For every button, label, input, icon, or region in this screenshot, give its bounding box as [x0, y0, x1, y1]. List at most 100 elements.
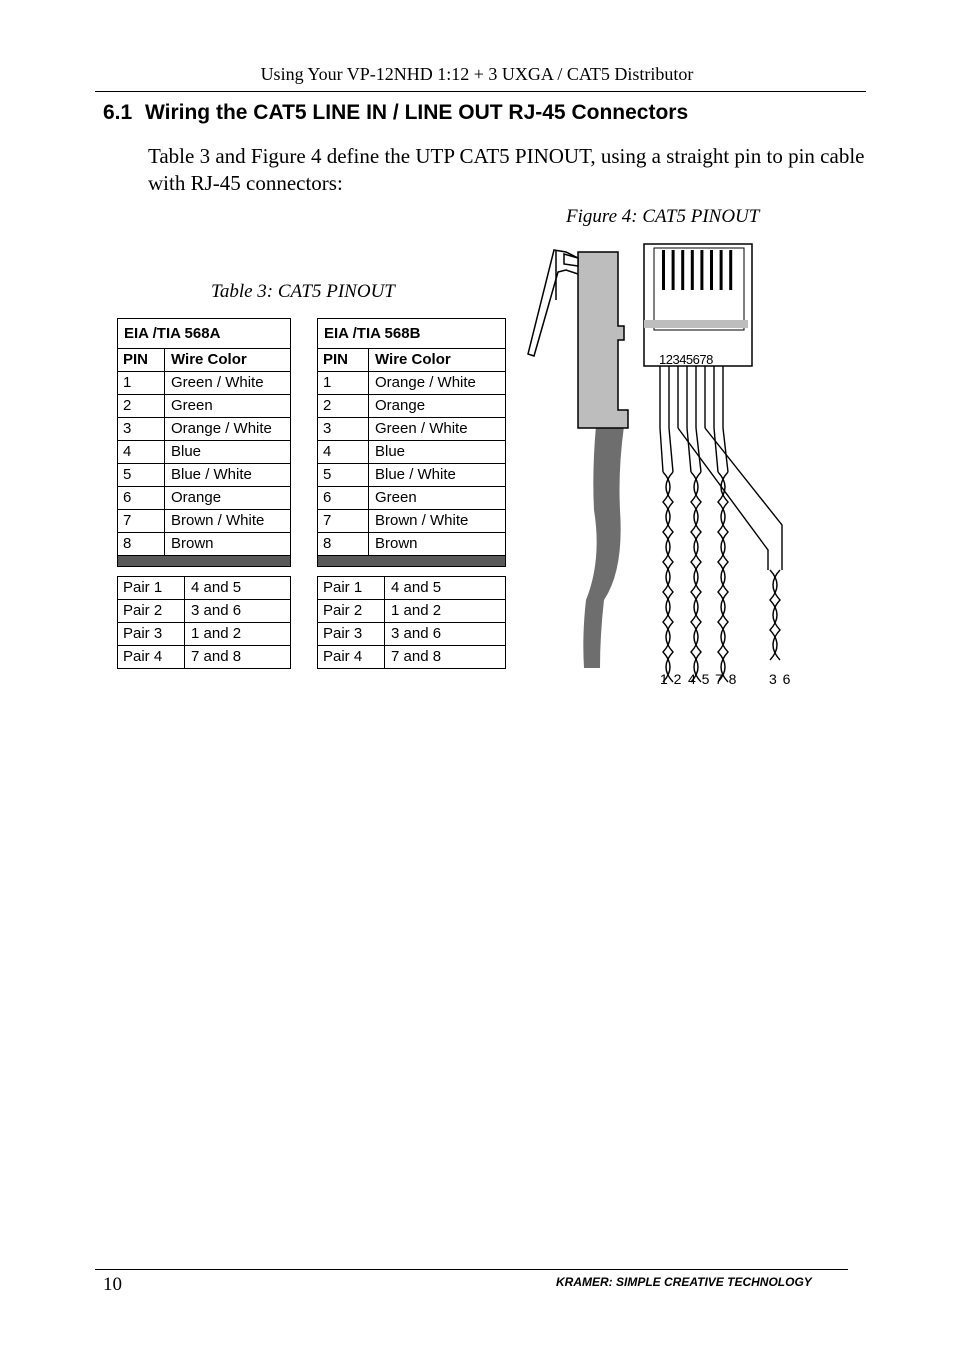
rj45-front-view: 12345678 — [643, 243, 753, 367]
pin-contact — [710, 250, 713, 290]
twisted-pair-wires — [659, 366, 783, 683]
pair-pins-cell: 4 and 5 — [384, 576, 506, 600]
pin-cell: 2 — [317, 394, 369, 418]
pin-cell: 5 — [117, 463, 165, 487]
pair-label: 7 8 — [715, 671, 737, 687]
pin-cell: 3 — [317, 417, 369, 441]
section-title: Wiring the CAT5 LINE IN / LINE OUT RJ-45… — [145, 101, 689, 124]
pair-cell: Pair 1 — [317, 576, 385, 600]
section-number: 6.1 — [103, 101, 133, 124]
pin-cell: 8 — [117, 532, 165, 556]
pair-cell: Pair 2 — [117, 599, 185, 623]
footer-rule — [95, 1269, 848, 1270]
pair-pins-cell: 7 and 8 — [184, 645, 291, 669]
pin-cell: 5 — [317, 463, 369, 487]
pin-contact — [671, 250, 675, 290]
pair-cell: Pair 2 — [317, 599, 385, 623]
wire — [659, 427, 664, 473]
color-cell: Orange — [164, 486, 291, 510]
pair-cell: Pair 3 — [117, 622, 185, 646]
pin-cell: 8 — [317, 532, 369, 556]
pin-contact — [729, 250, 733, 290]
pair-pins-cell: 4 and 5 — [184, 576, 291, 600]
standard-name: EIA /TIA 568B — [317, 318, 506, 349]
color-cell: Blue / White — [164, 463, 291, 487]
pin-contact — [662, 250, 665, 290]
pin-number-labels: 12345678 — [659, 352, 713, 367]
pair-pins-cell: 3 and 6 — [384, 622, 506, 646]
col-header-wire-color: Wire Color — [368, 348, 506, 372]
color-cell: Green / White — [164, 371, 291, 395]
wire — [769, 569, 778, 661]
wire — [717, 471, 726, 683]
wire — [695, 427, 702, 473]
pin-contact — [690, 250, 694, 290]
pin-cell: 1 — [317, 371, 369, 395]
plug-body — [577, 251, 629, 429]
pair-cell: Pair 3 — [317, 622, 385, 646]
pair-cell: Pair 4 — [317, 645, 385, 669]
figure-caption: Figure 4: CAT5 PINOUT — [566, 206, 760, 227]
pair-pins-cell: 1 and 2 — [384, 599, 506, 623]
running-header: Using Your VP-12NHD 1:12 + 3 UXGA / CAT5… — [260, 64, 694, 84]
pin-contact — [719, 250, 723, 290]
wire — [665, 471, 674, 683]
wire — [704, 427, 783, 570]
pin-contact — [681, 250, 685, 290]
pin-cell: 1 — [117, 371, 165, 395]
pair-number-labels: 1 2 4 5 7 8 3 6 — [660, 671, 791, 687]
color-cell: Orange / White — [164, 417, 291, 441]
pair-pins-cell: 7 and 8 — [384, 645, 506, 669]
color-cell: Brown / White — [368, 509, 506, 533]
wire — [690, 471, 699, 683]
wire — [693, 471, 702, 683]
pair-pins-cell: 1 and 2 — [184, 622, 291, 646]
pair-pins-cell: 3 and 6 — [184, 599, 291, 623]
wire — [662, 471, 671, 683]
color-cell: Blue — [164, 440, 291, 464]
color-cell: Orange — [368, 394, 506, 418]
pair-label: 3 6 — [769, 671, 791, 687]
pin-cell: 7 — [117, 509, 165, 533]
color-cell: Green / White — [368, 417, 506, 441]
contact-bar — [644, 320, 748, 328]
standard-name: EIA /TIA 568A — [117, 318, 291, 349]
pin-cell: 6 — [117, 486, 165, 510]
shaded-separator — [317, 555, 506, 567]
wire — [686, 427, 692, 473]
plug-latch — [527, 249, 579, 357]
pin-cell: 7 — [317, 509, 369, 533]
pair-cell: Pair 1 — [117, 576, 185, 600]
wire — [668, 427, 674, 473]
cable-jacket — [583, 426, 624, 668]
color-cell: Blue — [368, 440, 506, 464]
col-header-pin: PIN — [317, 348, 369, 372]
wire — [677, 427, 769, 570]
pin-contact — [700, 250, 704, 290]
table-caption: Table 3: CAT5 PINOUT — [211, 281, 395, 302]
footer-brand: KRAMER: SIMPLE CREATIVE TECHNOLOGY — [556, 1275, 812, 1289]
